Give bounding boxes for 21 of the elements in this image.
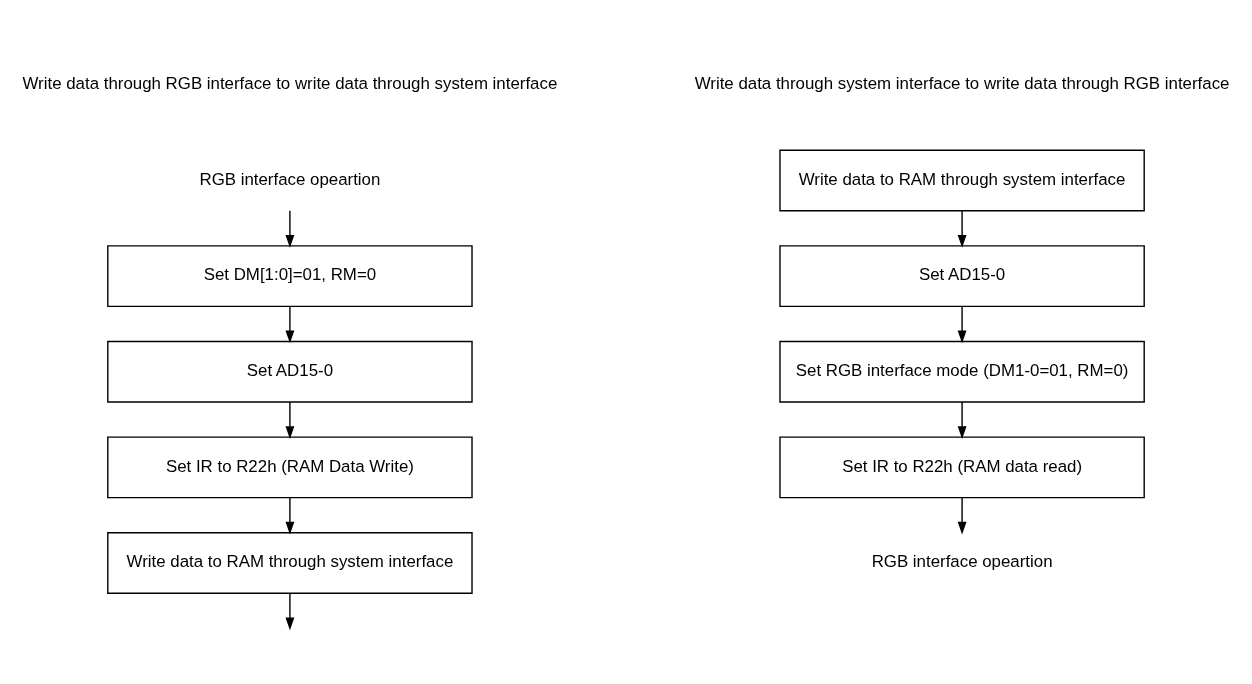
arrow — [285, 496, 295, 535]
node-box: Set DM[1:0]=01, RM=0 — [107, 245, 473, 308]
node-box: Set IR to R22h (RAM Data Write) — [107, 436, 473, 499]
arrow — [957, 401, 967, 439]
node-box: Set RGB interface mode (DM1-0=01, RM=0) — [779, 340, 1145, 403]
arrow — [285, 401, 295, 439]
arrow — [957, 305, 967, 344]
node-box: Write data to RAM through system interface — [107, 532, 473, 594]
node-box: Set IR to R22h (RAM data read) — [779, 436, 1145, 499]
arrow — [957, 210, 967, 248]
arrow — [285, 210, 295, 248]
node-box: Set AD15-0 — [779, 245, 1145, 308]
node-text: RGB interface opeartion — [871, 552, 1053, 572]
arrow — [285, 305, 295, 344]
arrow — [285, 592, 295, 631]
arrow — [957, 496, 967, 535]
node-text: RGB interface opeartion — [199, 169, 381, 189]
label: Write data through RGB interface to write data through system interface — [22, 74, 558, 94]
node-box: Set AD15-0 — [107, 340, 473, 403]
label: Write data through system interface to write data through RGB interface — [694, 74, 1230, 94]
node-box: Write data to RAM through system interface — [779, 149, 1145, 212]
